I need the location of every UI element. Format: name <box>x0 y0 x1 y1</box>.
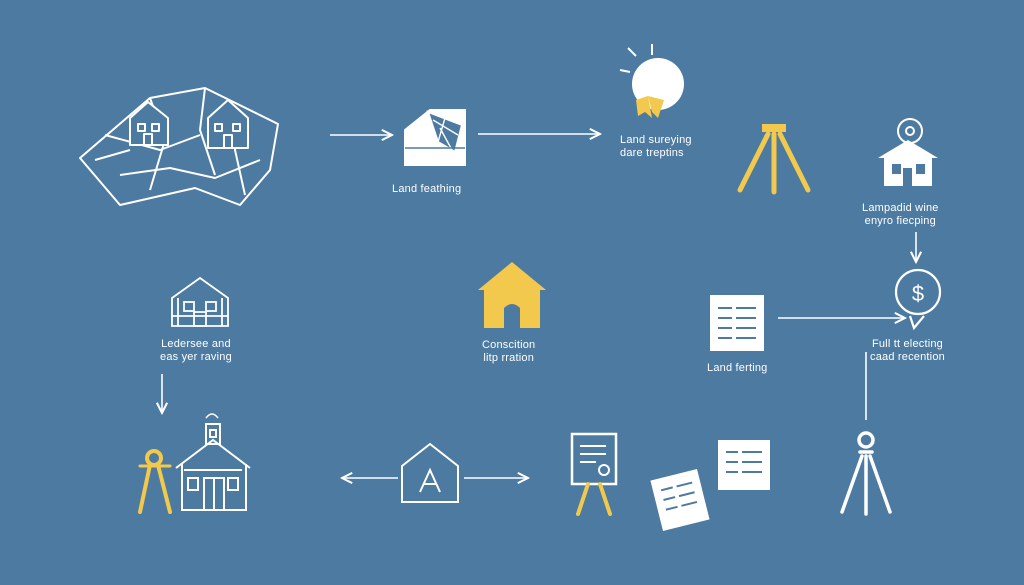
label-land-ferting: Land ferting <box>707 362 768 374</box>
label-conscition: Conscition litp rration <box>482 339 536 364</box>
barn-icon <box>175 413 251 511</box>
svg-text:$: $ <box>912 281 924 306</box>
lightbulb-award-icon <box>619 44 684 118</box>
house-with-map-icon <box>404 109 466 166</box>
document-icon <box>710 295 764 351</box>
label-land-feathing: Land feathing <box>392 183 462 195</box>
label-land-surveying: Land sureying dare treptins <box>620 134 692 159</box>
townhouse-icon <box>171 276 229 327</box>
certificate-easel-icon <box>570 432 618 516</box>
surveyor-tripod-icon <box>138 449 172 514</box>
label-lampadid-wine: Lampadid wine enyro fiecping <box>862 202 939 227</box>
house-location-icon <box>878 118 938 186</box>
label-full-electing: Full tt electing caad recention <box>870 338 945 363</box>
theodolite-icon <box>840 431 892 516</box>
label-ledersee-and: Ledersee and eas yer raving <box>160 338 232 363</box>
dollar-cycle-icon: $ <box>894 268 942 331</box>
papers-icon <box>650 440 770 532</box>
tripod-icon <box>737 124 811 195</box>
map-tiles-icon <box>79 87 279 206</box>
a-frame-house-icon <box>401 442 459 503</box>
yellow-house-icon <box>478 262 546 328</box>
